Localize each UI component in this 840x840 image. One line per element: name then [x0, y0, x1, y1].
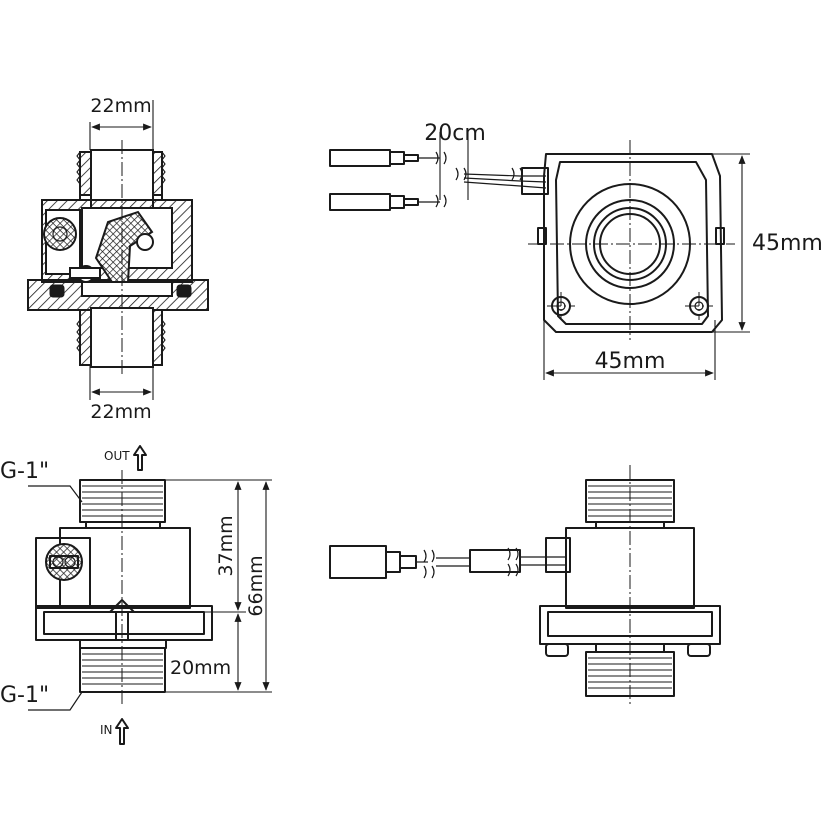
width-label: 45mm: [595, 349, 666, 374]
dimension-bottom-width: 22mm: [89, 365, 154, 423]
magnet-coil: [43, 217, 77, 251]
dimension-height: 45mm: [712, 153, 823, 333]
top-view: 20cm: [329, 121, 823, 380]
thread-length-label: 20mm: [170, 657, 231, 679]
flap-paddle: [69, 210, 154, 283]
dimension-width: 45mm: [543, 320, 716, 380]
inlet-pipe-section: [76, 307, 166, 368]
dimension-thread-length: 20mm: [170, 613, 242, 691]
inlet-label: IN: [100, 723, 113, 737]
dimension-total-height: 66mm: [166, 481, 272, 693]
connector-lower: [329, 193, 440, 211]
total-height-label: 66mm: [245, 555, 267, 616]
sensor-housing-top: [528, 140, 735, 340]
connector-side: [329, 545, 566, 579]
outlet-thread-label: G-1": [0, 459, 49, 484]
sensor-body-side: [35, 527, 213, 649]
outlet-label: OUT: [104, 449, 130, 463]
side-view: OUT G-1" G-: [0, 445, 272, 745]
body-height-label: 37mm: [215, 515, 237, 576]
rear-view: [329, 465, 721, 706]
dimension-top-width: 22mm: [89, 95, 154, 150]
section-view: 22mm: [27, 95, 209, 423]
dimension-body-height: 37mm: [166, 479, 272, 613]
top-width-label: 22mm: [90, 95, 151, 117]
height-label: 45mm: [752, 231, 823, 256]
bottom-width-label: 22mm: [90, 401, 151, 423]
cable-length-label: 20cm: [424, 121, 486, 146]
inlet-thread-label: G-1": [0, 683, 49, 708]
connector-upper: [329, 149, 440, 167]
